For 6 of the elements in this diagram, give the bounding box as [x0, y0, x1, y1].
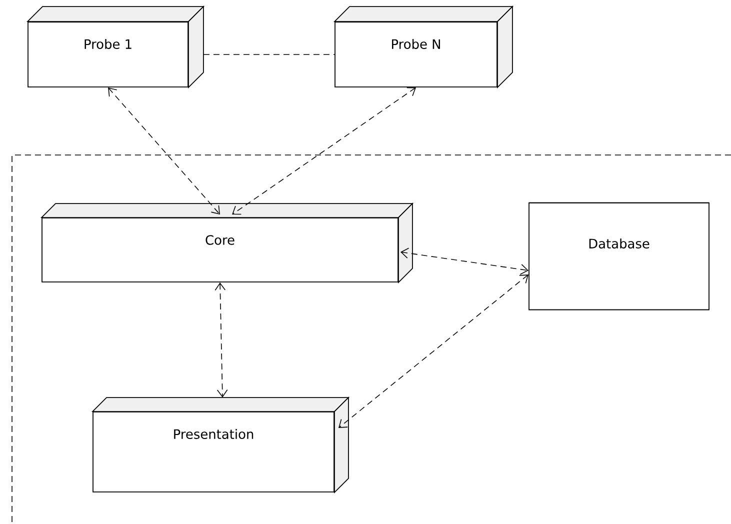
arrow	[400, 248, 529, 275]
arrow	[108, 87, 220, 215]
database-cylinder: Database	[528, 202, 710, 310]
arrow	[214, 282, 228, 398]
arrow	[232, 87, 416, 215]
arrow	[338, 274, 529, 428]
